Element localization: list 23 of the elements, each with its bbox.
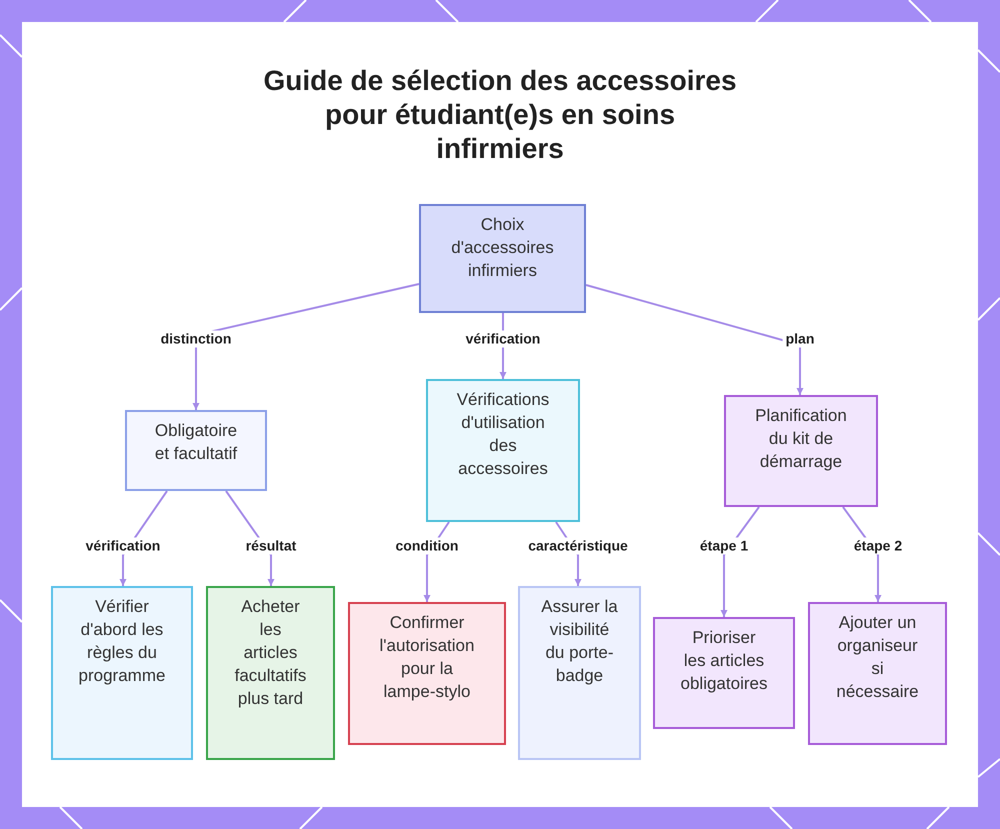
box-text: Choix d'accessoires infirmiers <box>450 214 555 282</box>
concept-box <box>724 395 878 507</box>
box-text: Obligatoire et facultatif <box>154 420 238 465</box>
concept-box <box>125 410 267 491</box>
concept-box <box>426 379 580 522</box>
diagram-title: Guide de sélection des accessoires pour étudiant(e)s en soins infirmiers <box>262 64 738 166</box>
box-text: Ajouter un organiseur si nécessaire <box>835 612 920 703</box>
connector-arrow <box>586 284 804 395</box>
concept-box <box>419 204 586 313</box>
concept-box <box>808 602 947 745</box>
box-text: Prioriser les articles obligatoires <box>680 627 768 695</box>
box-text: Vérifications d'utilisation des accessoires <box>456 389 550 480</box>
concept-box <box>518 586 641 760</box>
concept-box <box>653 617 795 729</box>
box-text: Confirmer l'autorisation pour la lampe-stylo <box>378 612 476 703</box>
box-text: Vérifier d'abord les règles du programme <box>78 596 166 687</box>
concept-box <box>206 586 335 760</box>
concept-box <box>348 602 506 745</box>
concept-box <box>51 586 193 760</box>
box-text: Acheter les articles facultatifs plus tard <box>234 596 308 710</box>
box-text: Planification du kit de démarrage <box>754 405 848 473</box>
box-text: Assurer la visibilité du porte-badge <box>540 596 619 687</box>
connector-arrow <box>192 283 420 410</box>
